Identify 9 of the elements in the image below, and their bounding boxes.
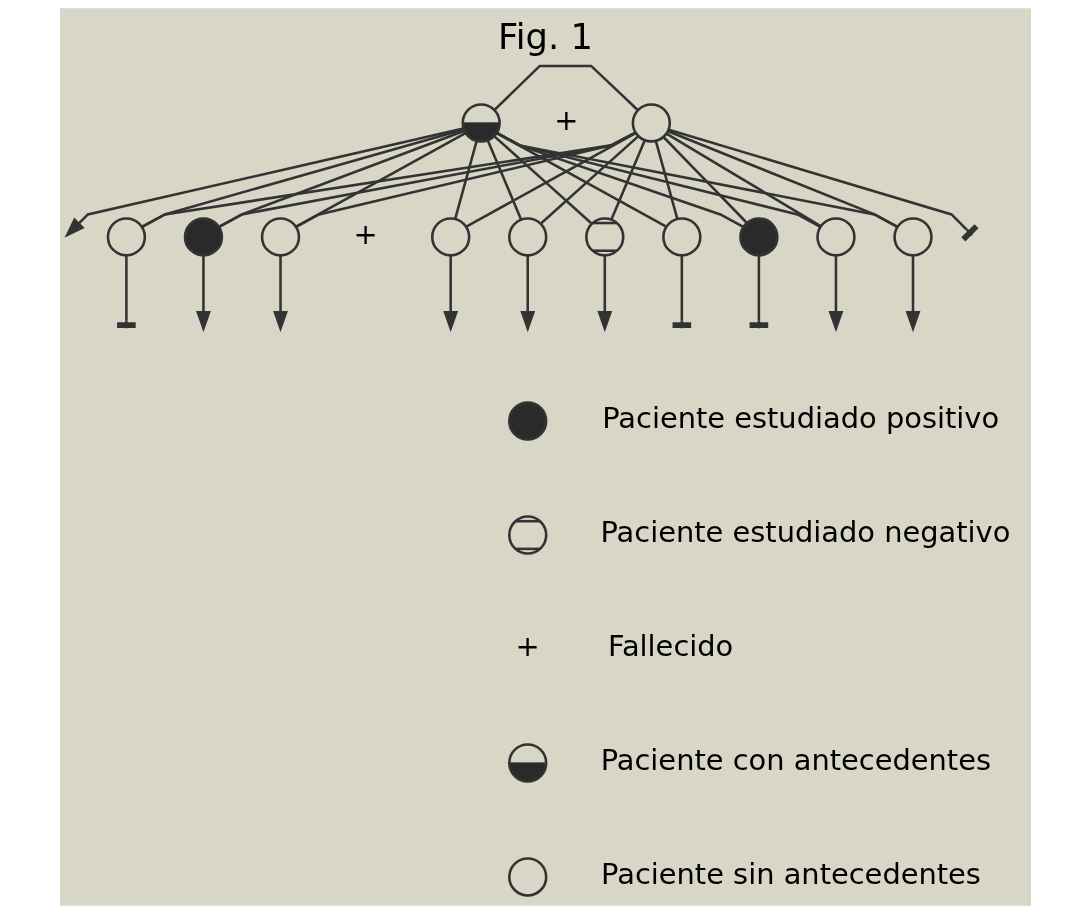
- node-label: +: [554, 102, 579, 137]
- legend-label: Paciente estudiado positivo: [602, 401, 1000, 436]
- diagram-title: Fig. 1: [498, 16, 593, 58]
- legend-label: Paciente estudiado negativo: [600, 515, 1011, 550]
- legend-label: Fallecido: [607, 629, 734, 664]
- legend-label: Paciente con antecedentes: [600, 743, 991, 778]
- label: +: [515, 629, 540, 664]
- node-label: +: [353, 216, 378, 251]
- legend-label: Paciente sin antecedentes: [601, 857, 981, 892]
